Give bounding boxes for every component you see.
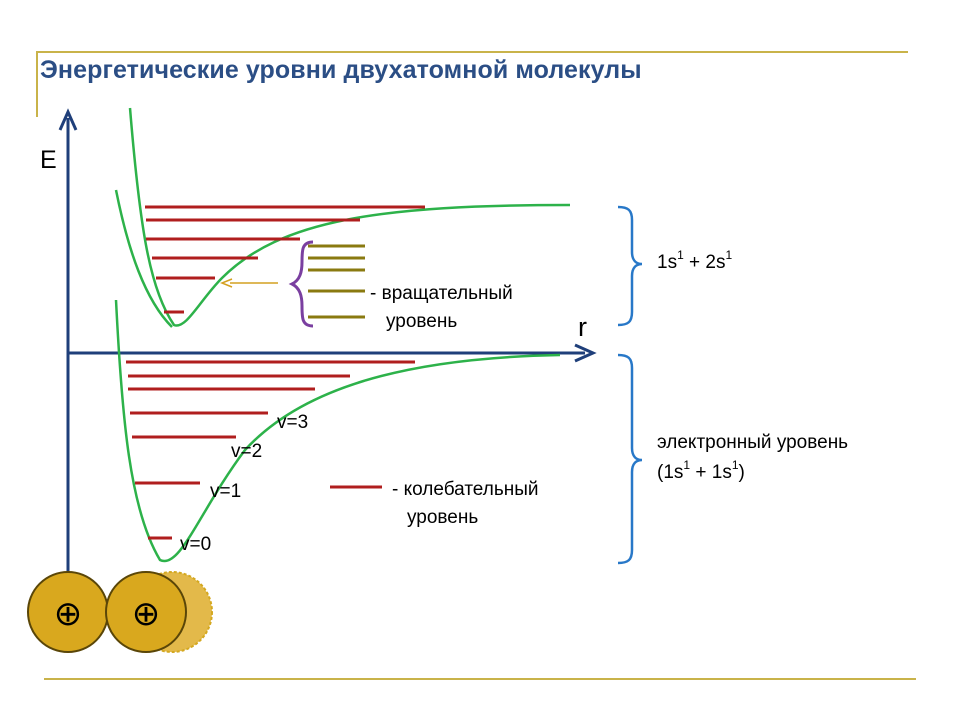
vib-label-v2: v=2 <box>231 441 262 462</box>
nucleus-right-symbol: ⊕ <box>132 595 161 633</box>
lower-state-label-line1: электронный уровень <box>657 432 848 453</box>
nucleus-left: ⊕ <box>27 571 109 653</box>
upper-state-term2: + 2s <box>684 252 726 273</box>
lower-state-term2: + 1s <box>690 462 732 483</box>
lower-state-label-line2: (1s1 + 1s1) <box>657 458 745 483</box>
upper-state-term1: 1s <box>657 252 677 273</box>
distance-axis-label: r <box>578 312 587 342</box>
vib-label-v3: v=3 <box>277 412 308 433</box>
lower-state-bracket <box>617 353 643 565</box>
lower-state-term3: ) <box>739 462 745 483</box>
upper-vibrational-levels <box>145 205 425 314</box>
slide-title: Энергетические уровни двухатомной молеку… <box>40 56 642 84</box>
upper-potential-curve <box>128 107 571 327</box>
rotational-levels <box>308 244 365 319</box>
distance-axis-arrowhead <box>574 343 597 363</box>
lower-state-sup1: 1 <box>683 458 690 472</box>
top-rule <box>36 51 908 53</box>
lower-state-sup2: 1 <box>732 458 739 472</box>
energy-axis-arrowhead <box>58 108 78 131</box>
upper-potential-curve-inner <box>114 189 173 328</box>
nucleus-left-symbol: ⊕ <box>54 595 83 633</box>
left-rule <box>36 51 38 117</box>
energy-axis-label: E <box>40 146 57 174</box>
vibrational-legend-line2: уровень <box>407 507 478 528</box>
rotational-legend-line2: уровень <box>386 311 457 332</box>
upper-state-label: 1s1 + 2s1 <box>657 248 733 273</box>
upper-state-bracket <box>617 205 643 327</box>
lower-potential-curve <box>114 299 561 563</box>
vib-label-v0: v=0 <box>180 534 211 555</box>
rotational-brace <box>288 240 314 328</box>
vibrational-legend-line1: - колебательный <box>392 479 539 500</box>
vib-label-v1: v=1 <box>210 481 241 502</box>
rotational-pointer-arrowhead <box>219 278 233 288</box>
nucleus-right: ⊕ <box>105 571 187 653</box>
lower-vibrational-levels <box>126 360 415 540</box>
lower-state-term1: (1s <box>657 462 683 483</box>
upper-state-sup1: 1 <box>677 248 684 262</box>
upper-state-sup2: 1 <box>726 248 733 262</box>
rotational-legend-line1: - вращательный <box>370 283 513 304</box>
bottom-rule <box>44 678 916 680</box>
